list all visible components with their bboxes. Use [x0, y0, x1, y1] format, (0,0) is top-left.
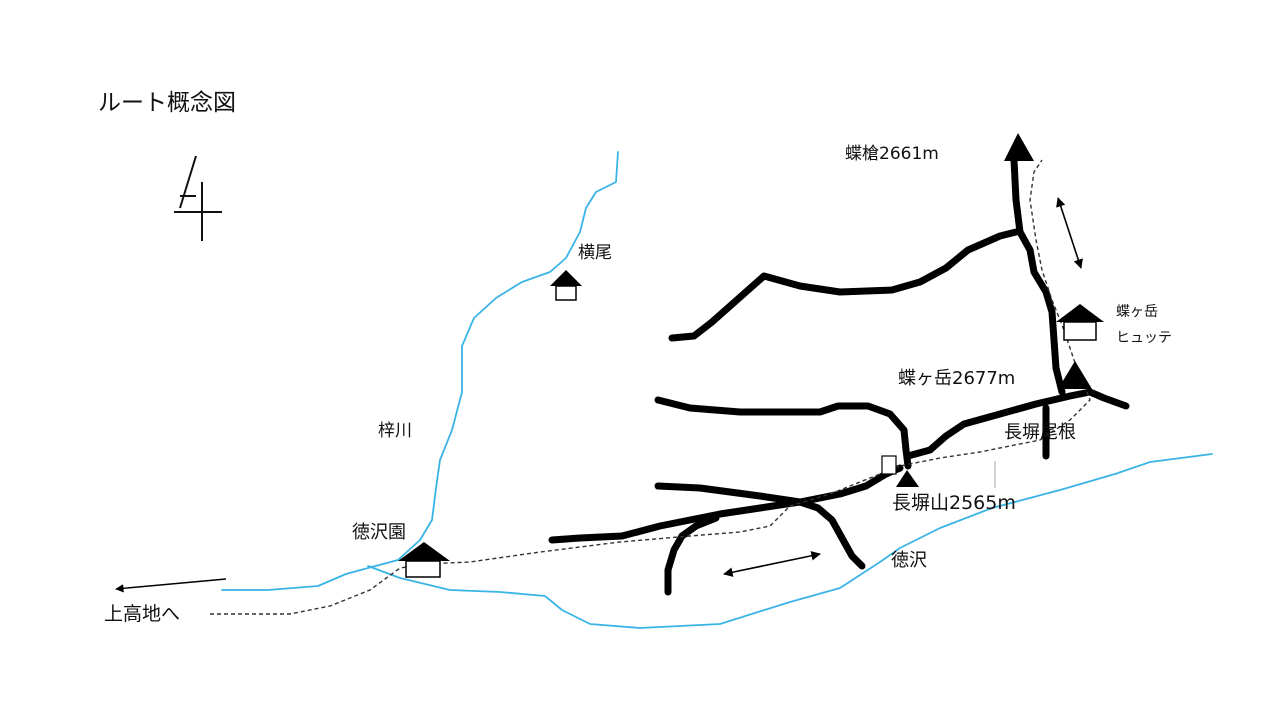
label-chogayari: 蝶槍2661m — [845, 144, 939, 164]
label-nagakabe-ridge: 長塀尾根 — [1004, 422, 1076, 443]
label-nagakabeyama: 長塀山2565m — [892, 492, 1016, 514]
ridge-lower-left — [654, 482, 866, 570]
ridge-middle — [654, 396, 912, 470]
river-azusa — [221, 151, 1213, 629]
double-arrow-icon — [1056, 197, 1083, 269]
ridge-lower-spur — [664, 514, 720, 596]
label-to-kamikochi: 上高地へ — [104, 603, 181, 625]
label-tokusawa: 徳沢 — [891, 550, 927, 571]
ridge-chogayari-spur — [668, 228, 1020, 342]
ridge-nagakabe — [904, 388, 1130, 460]
label-chogatake: 蝶ヶ岳2677m — [898, 368, 1016, 389]
hut-icon — [398, 542, 450, 578]
label-tokusawaen: 徳沢園 — [352, 522, 406, 543]
summit-icon — [1004, 133, 1034, 161]
summit-icon — [896, 470, 919, 487]
hut-icon — [550, 270, 582, 301]
summit-icon — [1058, 361, 1092, 389]
north-arrow-icon — [174, 155, 222, 241]
hut-icon — [1056, 304, 1104, 341]
ridge-lower-main — [548, 464, 904, 544]
left-arrow-icon — [115, 578, 227, 593]
map-title: ルート概念図 — [98, 90, 236, 116]
ridge-lines — [548, 156, 1130, 596]
label-hutte-line2: ヒュッテ — [1116, 330, 1172, 346]
double-arrow-icon — [723, 551, 821, 577]
ridge-main-north — [1010, 156, 1066, 396]
label-azusa-river: 梓川 — [378, 421, 412, 441]
summit-marker-box — [881, 455, 897, 475]
label-hutte-line1: 蝶ヶ岳 — [1116, 304, 1158, 320]
label-yokoo: 横尾 — [578, 243, 612, 263]
